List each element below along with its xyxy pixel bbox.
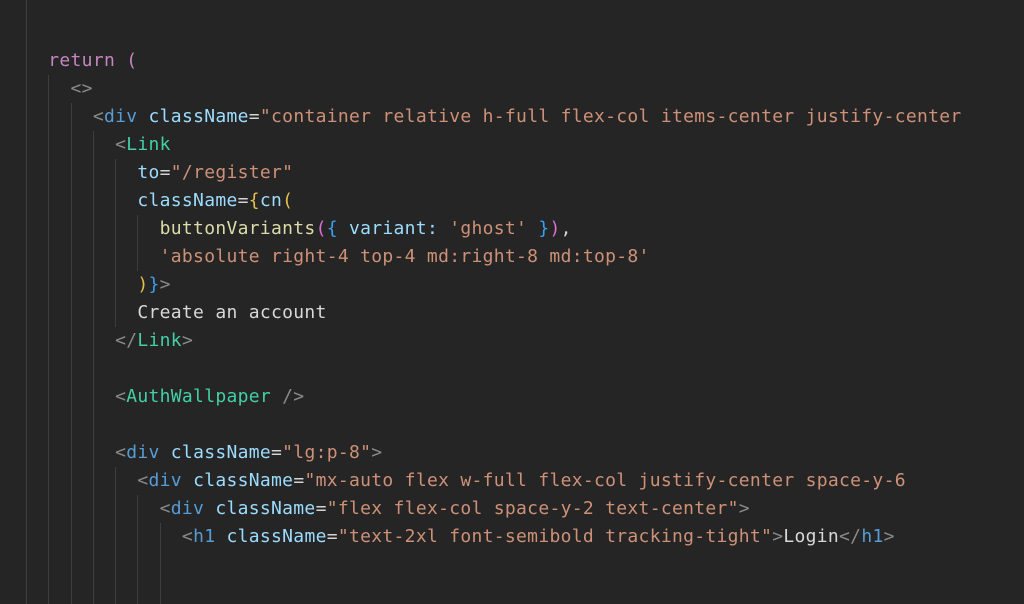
code-line[interactable]: Create an account — [26, 299, 1024, 327]
code-token: { — [326, 218, 338, 239]
code-line[interactable]: <div className="container relative h-ful… — [26, 103, 1024, 131]
code-token: = — [326, 526, 338, 547]
code-token: > — [883, 526, 895, 547]
code-token: ( — [282, 190, 294, 211]
code-token: </ — [839, 526, 862, 547]
code-token: </ — [26, 330, 138, 351]
code-token: = — [159, 162, 171, 183]
code-line[interactable]: <Link — [26, 131, 1024, 159]
code-token: "flex flex-col space-y-2 text-center" — [326, 498, 739, 519]
code-token: < — [26, 470, 149, 491]
code-line[interactable]: <div className="lg:p-8"> — [26, 439, 1024, 467]
code-token: > — [181, 330, 194, 351]
code-token: div — [126, 442, 160, 463]
code-token: "text-2xl font-semibold tracking-tight" — [337, 526, 773, 547]
code-token: = — [293, 470, 305, 491]
code-token: <> — [26, 78, 93, 99]
code-line[interactable] — [26, 19, 1024, 47]
code-line[interactable]: className={cn( — [26, 187, 1024, 215]
code-token: Login — [783, 526, 840, 547]
code-token: "container relative h-full flex-col item… — [259, 106, 962, 127]
code-token: } — [148, 274, 160, 295]
code-token: className — [181, 470, 294, 491]
code-token: className — [26, 190, 238, 211]
code-line[interactable] — [26, 411, 1024, 439]
code-token: className — [137, 106, 249, 127]
code-line[interactable]: )}> — [26, 271, 1024, 299]
code-token: ( — [315, 218, 327, 239]
code-token: Link — [137, 330, 182, 351]
code-token: = — [271, 442, 283, 463]
code-token: < — [26, 134, 127, 155]
code-token: h1 — [861, 526, 884, 547]
code-line[interactable]: <h1 className="text-2xl font-semibold tr… — [26, 523, 1024, 551]
code-token: AuthWallpaper — [126, 386, 272, 407]
code-token: < — [26, 106, 104, 127]
code-line[interactable] — [26, 551, 1024, 579]
code-token: to — [26, 162, 160, 183]
code-token: > — [371, 442, 383, 463]
code-token: cn — [259, 190, 283, 211]
code-token: > — [159, 274, 171, 295]
code-line[interactable]: 'absolute right-4 top-4 md:right-8 md:to… — [26, 243, 1024, 271]
code-token: variant: — [337, 218, 439, 239]
code-token: ) — [549, 218, 561, 239]
code-token: div — [103, 106, 138, 127]
code-line[interactable] — [26, 579, 1024, 604]
code-token: , — [560, 218, 572, 239]
code-token: buttonVariants — [26, 218, 316, 239]
code-line[interactable]: to="/register" — [26, 159, 1024, 187]
code-token: return ( — [26, 50, 138, 71]
code-line[interactable]: buttonVariants({ variant: 'ghost' }), — [26, 215, 1024, 243]
code-token: /> — [271, 386, 305, 407]
code-token: div — [148, 470, 182, 491]
code-token: h1 — [193, 526, 216, 547]
code-token: < — [26, 526, 194, 547]
code-token: = — [248, 106, 260, 127]
code-line[interactable]: <div className="mx-auto flex w-full flex… — [26, 467, 1024, 495]
code-token: > — [772, 526, 784, 547]
code-token: "mx-auto flex w-full flex-col justify-ce… — [304, 470, 906, 491]
code-line[interactable]: </Link> — [26, 327, 1024, 355]
code-token: className — [159, 442, 272, 463]
code-token: < — [26, 498, 171, 519]
code-line[interactable] — [26, 355, 1024, 383]
code-token: } — [527, 218, 550, 239]
code-token: Link — [126, 134, 171, 155]
code-token: < — [26, 442, 127, 463]
code-line[interactable]: return ( — [26, 47, 1024, 75]
code-token: { — [248, 190, 260, 211]
code-token: "lg:p-8" — [282, 442, 372, 463]
code-token: Create an account — [26, 302, 327, 323]
code-token: div — [170, 498, 205, 519]
code-line[interactable]: <> — [26, 75, 1024, 103]
code-token: < — [26, 386, 127, 407]
code-line[interactable]: <div className="flex flex-col space-y-2 … — [26, 495, 1024, 523]
code-token: className — [204, 498, 316, 519]
code-token: 'ghost' — [438, 218, 528, 239]
code-token: ) — [26, 274, 149, 295]
code-token: "/register" — [170, 162, 294, 183]
code-token: = — [237, 190, 249, 211]
code-line[interactable]: <AuthWallpaper /> — [26, 383, 1024, 411]
code-token: 'absolute right-4 top-4 md:right-8 md:to… — [26, 246, 650, 267]
code-token: className — [215, 526, 327, 547]
code-token: > — [738, 498, 750, 519]
code-token: = — [315, 498, 327, 519]
